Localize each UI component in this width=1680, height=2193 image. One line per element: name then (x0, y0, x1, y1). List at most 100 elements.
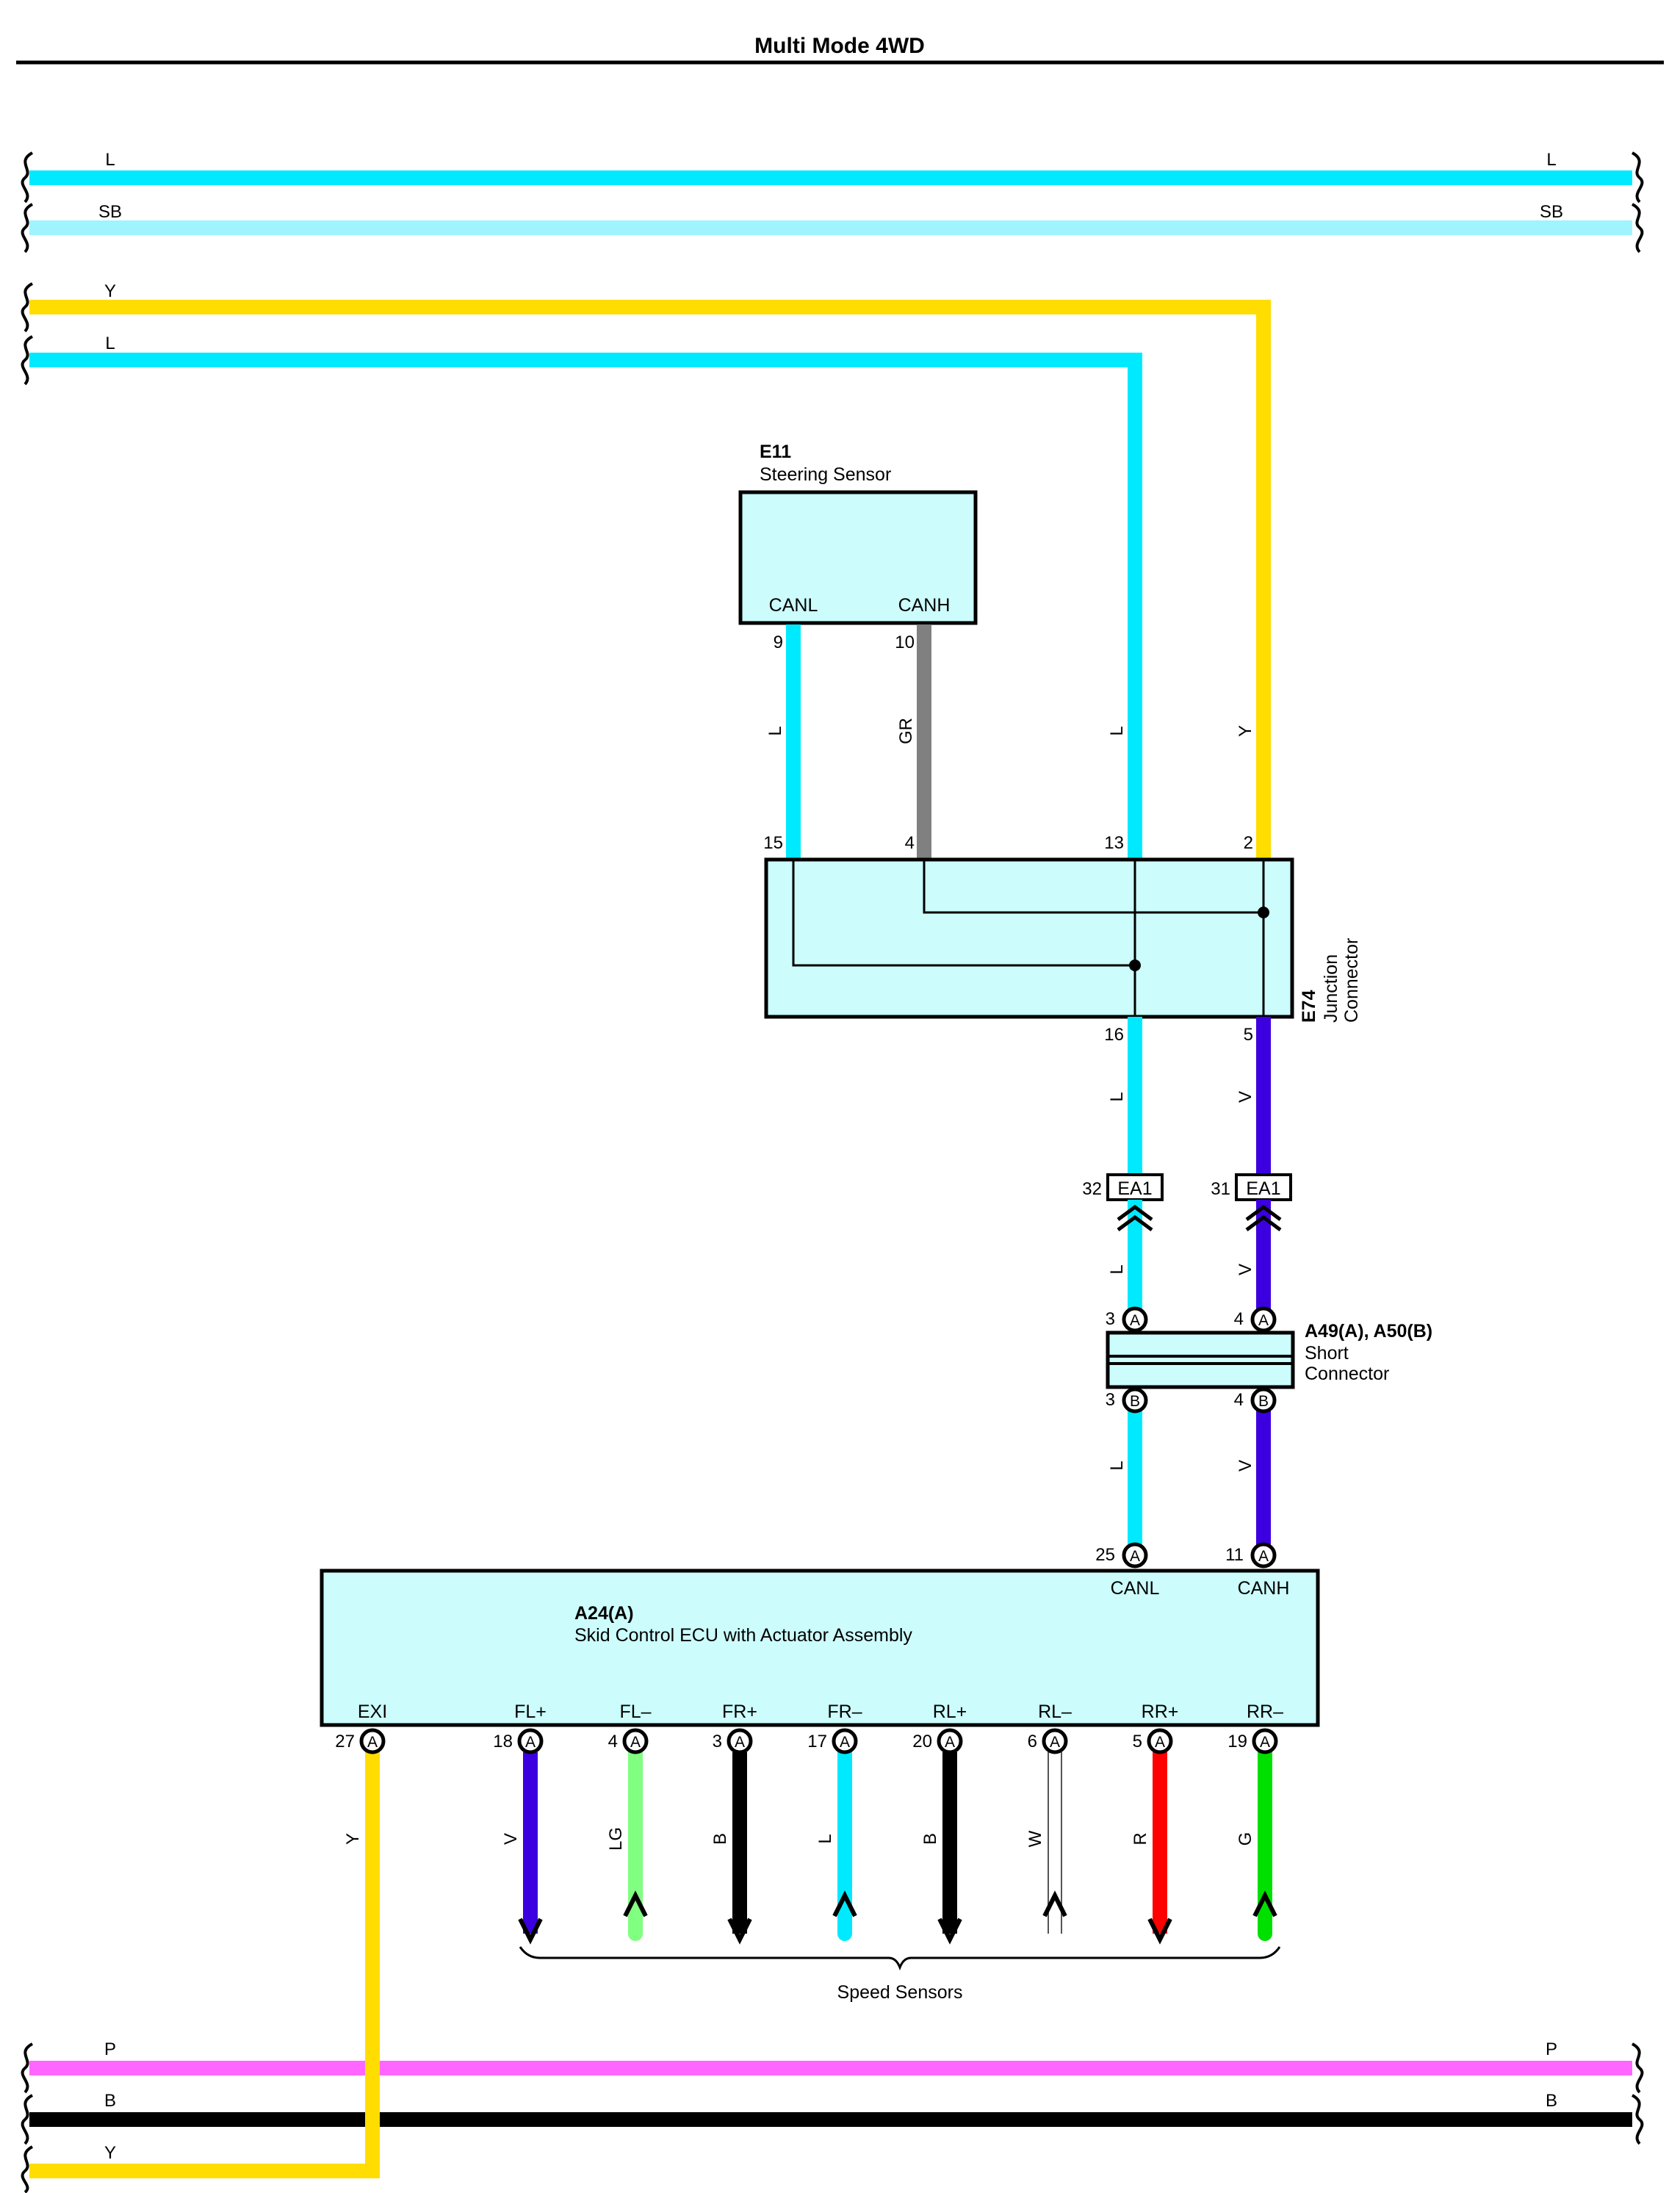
ecu-wire-label: LG (606, 1827, 626, 1851)
break-mark-right-3 (1631, 2042, 1644, 2094)
ecu-pin-letter: A (1050, 1734, 1060, 1751)
ecu-pin-number: 19 (1227, 1732, 1247, 1751)
short-pin-circles: A A B B (1122, 1306, 1277, 1414)
wire-label-e74-5: V (1236, 1091, 1255, 1103)
break-mark-right-2 (1631, 203, 1644, 253)
ecu-pin-circle (1042, 1728, 1068, 1754)
bus-label-sb-right: SB (1540, 202, 1563, 222)
break-mark-left-6 (21, 2094, 34, 2145)
short-connector-box (1106, 1330, 1295, 1389)
ecu-wire-label: R (1131, 1832, 1150, 1845)
a24-pin-canl: CANL (1111, 1578, 1160, 1599)
ecu-pin-letter: A (840, 1734, 850, 1751)
ecu-sensor-arrow-down (937, 1917, 962, 1945)
short-connector-code: A49(A), A50(B) (1305, 1321, 1432, 1342)
e11-box (738, 490, 978, 625)
short-num-left-bottom: 3 (1106, 1390, 1115, 1410)
e74-code: E74 (1299, 990, 1319, 1023)
ea1-pin-left: 32 (1082, 1179, 1102, 1199)
ea1-box-left (1106, 1173, 1164, 1201)
ecu-pin-circle (937, 1728, 963, 1754)
e74-internal-bus-l (792, 860, 1135, 967)
wire-label-ea1-left: L (1107, 1264, 1127, 1274)
ea1-code-right: EA1 (1246, 1178, 1280, 1199)
ecu-pin-letter: A (1260, 1734, 1270, 1751)
bus-label-b-left: B (104, 2091, 116, 2111)
ecu-pin-label: EXI (358, 1702, 387, 1722)
bus-label-b-right: B (1546, 2091, 1557, 2111)
ecu-pin-letter: A (735, 1734, 745, 1751)
break-mark-left-4 (21, 335, 34, 386)
ea1-chevron-right-2 (1245, 1214, 1282, 1232)
ecu-pin-label: RL+ (933, 1702, 967, 1722)
ecu-wire-label: W (1025, 1830, 1045, 1847)
ecu-pin-number: 6 (1028, 1732, 1037, 1751)
bus-wire-y-top (29, 300, 1271, 860)
e74-junction-connector: 15 4 13 2 16 5 E74 Junction Connector (763, 833, 1362, 1045)
wire-label-e11-canl: L (765, 726, 785, 735)
bus-wire-l-second (29, 353, 1142, 860)
short-pin-right-top-letter: A (1258, 1312, 1269, 1329)
ecu-wire-label: L (815, 1834, 835, 1843)
short-connector-name-line1: Short (1305, 1343, 1349, 1364)
ea1-chevron-left-2 (1117, 1214, 1153, 1232)
ecu-pin-circle (1252, 1728, 1278, 1754)
e74-pin-16: 16 (1104, 1025, 1124, 1045)
bottom-bus-labels: P P B B Y (104, 2039, 1557, 2163)
e74-pin-5: 5 (1244, 1025, 1253, 1045)
e74-box (764, 857, 1294, 1019)
e11-num-canl: 9 (774, 633, 783, 652)
ea1-pin-right: 31 (1211, 1179, 1230, 1199)
ecu-pin-circle (359, 1728, 386, 1754)
short-pin-left-top (1122, 1306, 1148, 1333)
bottom-wire-break-marks (21, 2042, 1644, 2193)
e74-pin-2: 2 (1244, 833, 1253, 853)
break-mark-left-2 (21, 203, 34, 253)
ecu-sensor-arrow-up (1042, 1890, 1067, 1917)
bus-label-p-left: P (104, 2039, 116, 2059)
short-pin-left-bottom-letter: B (1130, 1393, 1140, 1410)
e11-steering-sensor: E11 Steering Sensor CANL CANH (738, 442, 978, 625)
short-connector: A49(A), A50(B) Short Connector 3 4 3 4 (1106, 1309, 1432, 1410)
e74-splice-l (1129, 959, 1141, 971)
break-mark-left-1 (21, 151, 34, 204)
bus-wire-y-bottom (29, 1749, 380, 2178)
break-mark-left-3 (21, 282, 34, 333)
e11-pin-canl: CANL (769, 595, 818, 616)
a24-pin-circle-canl-letter: A (1130, 1548, 1140, 1565)
a24-box (320, 1569, 1320, 1727)
ea1-code-left: EA1 (1117, 1178, 1152, 1199)
bus-label-l-second: L (105, 334, 115, 353)
a24-pin-canh: CANH (1238, 1578, 1290, 1599)
a24-pin-circle-canh (1250, 1542, 1277, 1569)
wire-label-e74-2: Y (1236, 725, 1255, 737)
ecu-sensor-arrow-up (623, 1890, 648, 1917)
wire-label-e74-13: L (1107, 726, 1127, 735)
break-mark-left-5 (21, 2042, 34, 2094)
a24-pin-circle-canh-letter: A (1258, 1548, 1269, 1565)
bus-label-y-bottom: Y (104, 2143, 116, 2163)
wire-label-ea1-right: V (1236, 1264, 1255, 1275)
a24-num-canl: 25 (1095, 1545, 1115, 1565)
wire-label-short-right: V (1236, 1460, 1255, 1472)
break-mark-right-1 (1631, 151, 1644, 204)
ecu-pin-number: 17 (807, 1732, 827, 1751)
short-connector-name-line2: Connector (1305, 1364, 1389, 1384)
ecu-pin-number: 27 (335, 1732, 355, 1751)
e74-pin-13: 13 (1104, 833, 1124, 853)
ecu-sensor-arrow-up (832, 1890, 857, 1917)
e11-num-canh: 10 (895, 633, 915, 652)
ea1-box-right (1235, 1173, 1292, 1201)
e74-pin-15: 15 (763, 833, 783, 853)
a24-name: Skid Control ECU with Actuator Assembly (574, 1625, 912, 1646)
speed-sensors-label: Speed Sensors (837, 1982, 963, 2003)
wire-label-e74-16: L (1107, 1092, 1127, 1101)
e74-splice-h (1258, 907, 1269, 918)
short-pin-right-top (1250, 1306, 1277, 1333)
e74-name-line2: Connector (1341, 938, 1362, 1023)
